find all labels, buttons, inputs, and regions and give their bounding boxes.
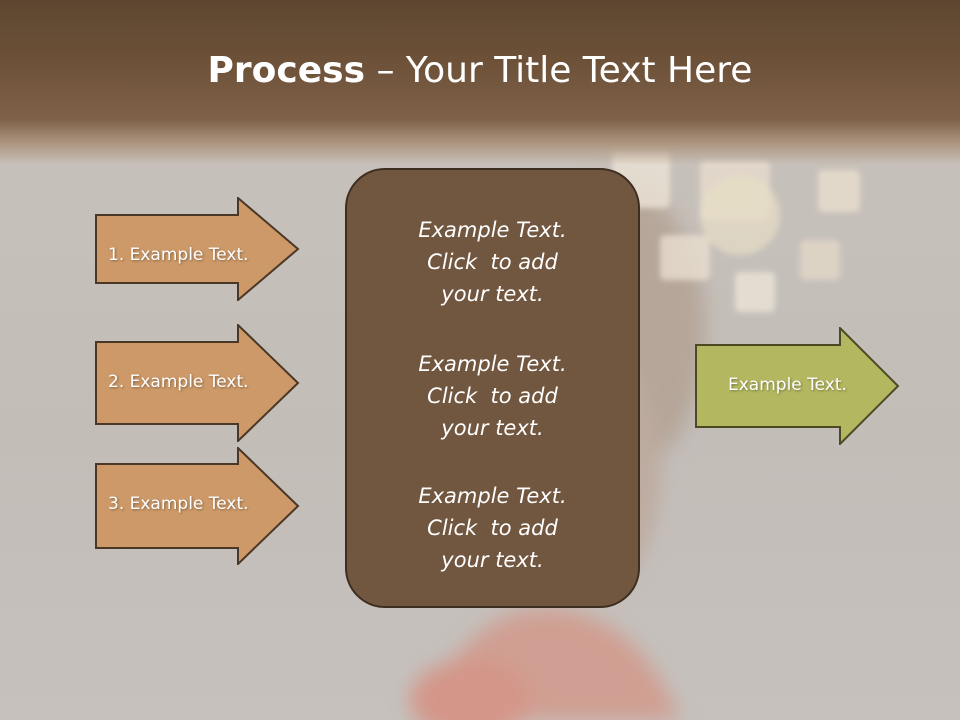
- right-arrow[interactable]: Example Text.: [695, 327, 900, 445]
- center-block-3-line-1: Example Text.: [418, 484, 567, 508]
- center-block-1-line-2: Click to add: [427, 250, 558, 274]
- center-block-1-line-1: Example Text.: [418, 218, 567, 242]
- center-block-2-line-3: your text.: [441, 416, 544, 440]
- left-arrow-2-label: 2. Example Text.: [108, 372, 249, 392]
- left-arrow-1-label: 1. Example Text.: [108, 245, 249, 265]
- title-rest: – Your Title Text Here: [365, 50, 753, 91]
- left-arrow-3-label: 3. Example Text.: [108, 494, 249, 514]
- center-text-block-2: Example Text. Click to add your text.: [347, 348, 638, 444]
- center-block-2-line-1: Example Text.: [418, 352, 567, 376]
- center-block-1-line-3: your text.: [441, 282, 544, 306]
- center-text-block-3: Example Text. Click to add your text.: [347, 480, 638, 576]
- left-arrow-3[interactable]: 3. Example Text.: [95, 447, 300, 565]
- left-arrow-2[interactable]: 2. Example Text.: [95, 324, 300, 442]
- center-text-block-1: Example Text. Click to add your text.: [347, 214, 638, 310]
- arrow-right-icon: [695, 327, 900, 445]
- center-block-3-line-2: Click to add: [427, 516, 558, 540]
- arrow-right-icon: [95, 324, 300, 442]
- title-band: [0, 0, 960, 165]
- left-arrow-1[interactable]: 1. Example Text.: [95, 197, 300, 301]
- title-bold: Process: [207, 50, 366, 91]
- center-block-3-line-3: your text.: [441, 548, 544, 572]
- right-arrow-label: Example Text.: [728, 375, 847, 395]
- arrow-right-icon: [95, 197, 300, 301]
- puzzle-pieces-icon: [612, 150, 860, 312]
- center-text-box[interactable]: Example Text. Click to add your text. Ex…: [345, 168, 640, 608]
- center-block-2-line-2: Click to add: [427, 384, 558, 408]
- arrow-right-icon: [95, 447, 300, 565]
- slide-title[interactable]: Process – Your Title Text Here: [0, 50, 960, 91]
